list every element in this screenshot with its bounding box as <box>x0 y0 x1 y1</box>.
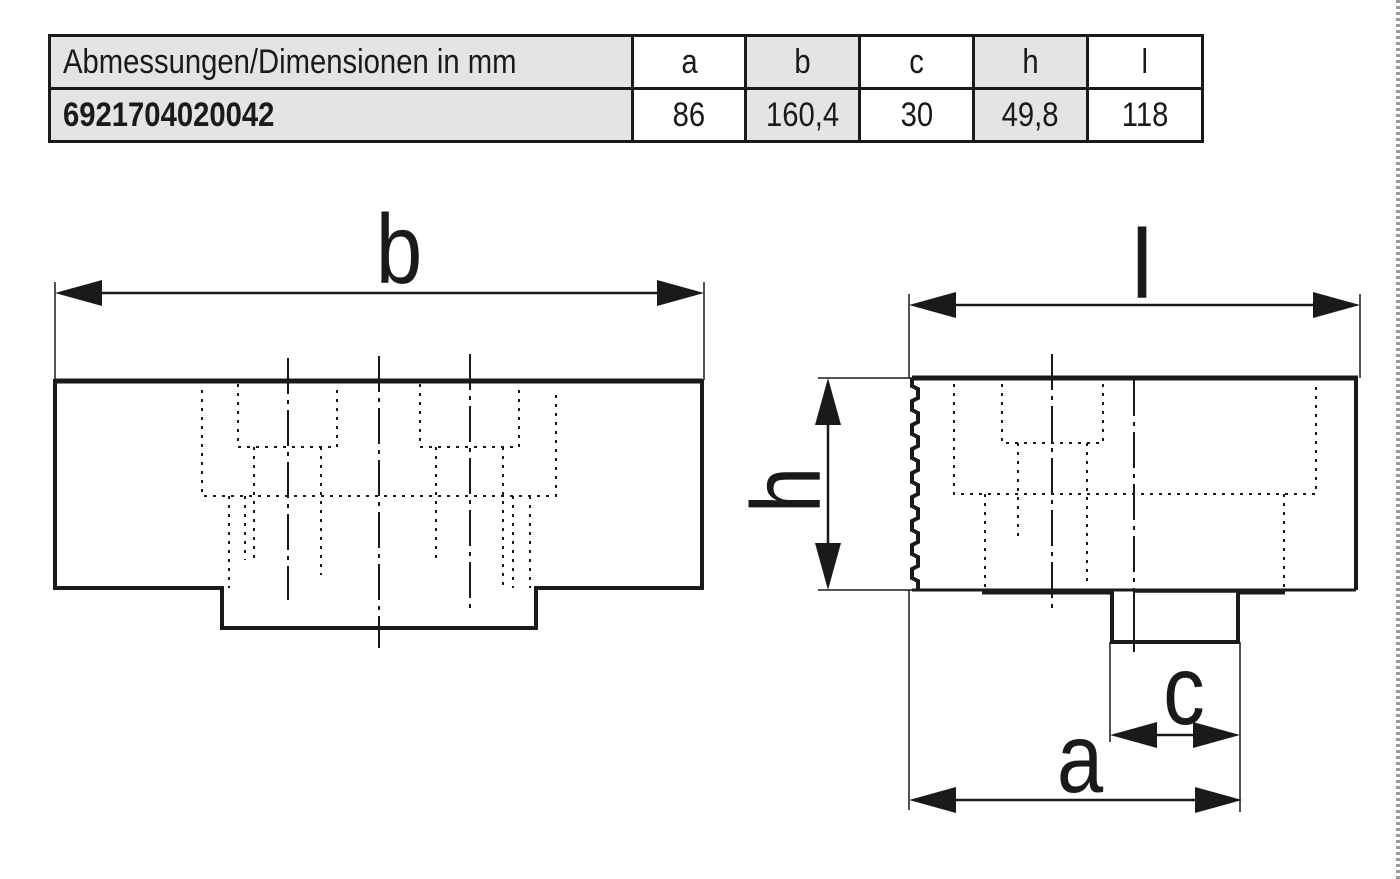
table-row: 6921704020042 86 160,4 30 49,8 118 <box>48 87 1204 143</box>
side-view-centerlines <box>1051 354 1135 652</box>
table-header-row: Abmessungen/Dimensionen in mm a b c h l <box>48 34 1204 90</box>
value-cell-c: 30 <box>858 87 975 143</box>
column-header-c: c <box>858 34 975 90</box>
front-view-centerlines <box>287 354 471 648</box>
page-edge-divider <box>1396 0 1400 879</box>
value-cell-h: 49,8 <box>972 87 1089 143</box>
serration-profile <box>910 378 920 590</box>
side-view: l h c a <box>733 209 1361 814</box>
side-view-hidden-lines <box>953 384 1317 590</box>
value-cell-a: 86 <box>631 87 747 143</box>
dimension-line-a <box>908 590 1242 813</box>
value-cell-b: 160,4 <box>744 87 861 143</box>
front-view-hidden-lines <box>201 384 557 588</box>
side-dimension-label-a: a <box>1057 705 1104 814</box>
side-dimension-label-h: h <box>733 467 842 513</box>
dimension-line-b <box>54 280 705 380</box>
dimension-line-h <box>815 377 912 591</box>
side-dimension-label-c: c <box>1163 637 1205 746</box>
side-dimension-label-l: l <box>1131 209 1153 319</box>
front-dimension-label-b: b <box>376 196 422 305</box>
dimension-line-l <box>908 292 1361 378</box>
column-header-b: b <box>744 34 861 90</box>
value-cell-l: 118 <box>1086 87 1204 143</box>
table-header-label: Abmessungen/Dimensionen in mm <box>48 34 634 90</box>
part-number-cell: 6921704020042 <box>48 87 634 143</box>
front-view: b <box>53 196 705 648</box>
column-header-h: h <box>972 34 1089 90</box>
column-header-l: l <box>1086 34 1204 90</box>
dimension-table: Abmessungen/Dimensionen in mm a b c h l … <box>48 34 1204 143</box>
dimension-line-c <box>1109 642 1241 812</box>
column-header-a: a <box>631 34 747 90</box>
